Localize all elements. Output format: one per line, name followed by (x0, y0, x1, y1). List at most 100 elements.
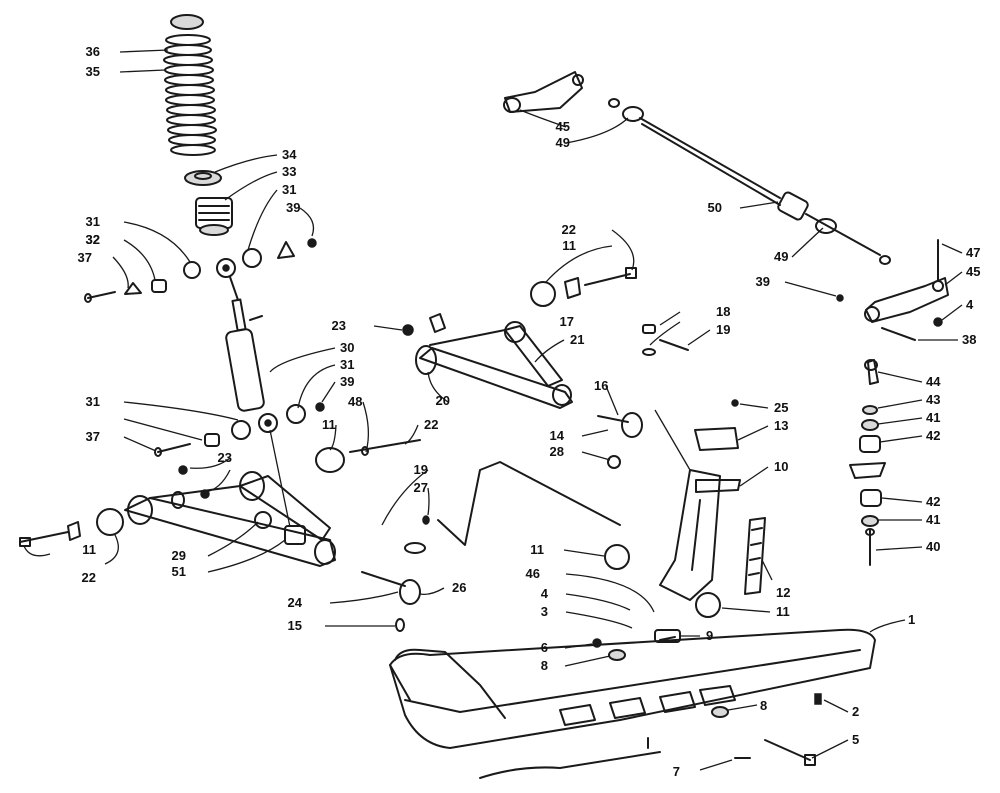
callout-33: 33 (282, 164, 296, 179)
callout-16: 16 (594, 378, 608, 393)
callout-48: 48 (348, 394, 362, 409)
callout-26: 26 (452, 580, 466, 595)
callout-34: 34 (282, 147, 297, 162)
callout-8: 8 (760, 698, 767, 713)
callout-11: 11 (776, 604, 790, 619)
callout-10: 10 (774, 459, 788, 474)
leader-lines (23, 49, 963, 771)
callout-11: 11 (562, 238, 576, 253)
callout-5: 5 (852, 732, 859, 747)
callout-22: 22 (424, 417, 438, 432)
shock-mount-arrow (269, 429, 291, 528)
callout-36: 36 (86, 44, 100, 59)
callout-17: 17 (560, 314, 574, 329)
steering-arm-right (836, 239, 949, 341)
upper-ball-joint (597, 324, 689, 469)
callout-29: 29 (172, 548, 186, 563)
callout-47: 47 (966, 245, 980, 260)
callout-19: 19 (716, 322, 730, 337)
callout-31: 31 (340, 357, 354, 372)
callout-32: 32 (86, 232, 100, 247)
callout-28: 28 (550, 444, 564, 459)
callout-51: 51 (172, 564, 186, 579)
ski (389, 628, 876, 749)
spindle-bushings (604, 544, 721, 618)
lower-ball-joint (361, 515, 430, 632)
callout-41: 41 (926, 410, 940, 425)
steering-arm-left (503, 71, 584, 113)
shock-absorber-assembly (163, 14, 291, 528)
callout-27: 27 (414, 480, 428, 495)
callout-32: 32 (86, 232, 100, 247)
callout-2: 2 (852, 704, 859, 719)
callout-22: 22 (82, 570, 96, 585)
callout-12: 12 (776, 585, 790, 600)
callout-24: 24 (288, 595, 303, 610)
callout-49: 49 (774, 249, 788, 264)
callout-3: 3 (541, 604, 548, 619)
callout-15: 15 (288, 618, 302, 633)
callout-35: 35 (86, 64, 100, 79)
callout-39: 39 (756, 274, 770, 289)
upper-arm-hardware (402, 267, 637, 336)
shock-eye-bottom (258, 413, 278, 433)
callout-20: 20 (436, 393, 450, 408)
callout-11: 11 (322, 417, 336, 432)
callout-38: 38 (962, 332, 976, 347)
callout-11: 11 (530, 542, 544, 557)
coil-spring (163, 34, 217, 156)
upper-a-arm (415, 321, 573, 409)
callout-45: 45 (556, 119, 570, 134)
ski-bolt (764, 739, 816, 766)
callout-22: 22 (562, 222, 576, 237)
callout-39: 39 (286, 200, 300, 215)
callout-37: 37 (86, 429, 100, 444)
callout-1: 1 (908, 612, 915, 627)
tie-rod-assembly (608, 98, 891, 265)
callout-4: 4 (541, 586, 549, 601)
callout-4: 4 (966, 297, 974, 312)
callout-46: 46 (526, 566, 540, 581)
callout-18: 18 (716, 304, 730, 319)
callout-23: 23 (218, 450, 232, 465)
callout-19: 19 (414, 462, 428, 477)
callout-14: 14 (550, 428, 565, 443)
callout-21: 21 (570, 332, 584, 347)
spring-cap (170, 14, 204, 30)
callout-31: 31 (86, 394, 100, 409)
callout-39: 39 (340, 374, 354, 389)
callout-7: 7 (673, 764, 680, 779)
callout-40: 40 (926, 539, 940, 554)
callout-45: 45 (966, 264, 980, 279)
callout-37: 37 (78, 250, 92, 265)
callout-43: 43 (926, 392, 940, 407)
shock-body (225, 298, 265, 412)
callout-11: 11 (82, 542, 96, 557)
shock-eye-top (216, 258, 239, 301)
callout-31: 31 (282, 182, 296, 197)
callout-42: 42 (926, 428, 940, 443)
callout-44: 44 (926, 374, 941, 389)
callout-50: 50 (708, 200, 722, 215)
lower-a-arm (124, 471, 336, 567)
bump-stop (195, 197, 233, 236)
ski-handle-loop (394, 648, 506, 719)
upper-shock-hardware (84, 238, 317, 303)
callout-6: 6 (541, 640, 548, 655)
callout-30: 30 (340, 340, 354, 355)
spring-seat-washer (184, 170, 222, 186)
callout-13: 13 (774, 418, 788, 433)
callout-9: 9 (706, 628, 713, 643)
callout-41: 41 (926, 512, 940, 527)
callout-42: 42 (926, 494, 940, 509)
steering-post-hardware (849, 359, 886, 566)
callout-23: 23 (332, 318, 346, 333)
callout-8: 8 (541, 658, 548, 673)
steering-spindle (654, 399, 741, 601)
lower-shock-hardware (154, 402, 325, 457)
callout-31: 31 (86, 214, 100, 229)
callout-49: 49 (556, 135, 570, 150)
